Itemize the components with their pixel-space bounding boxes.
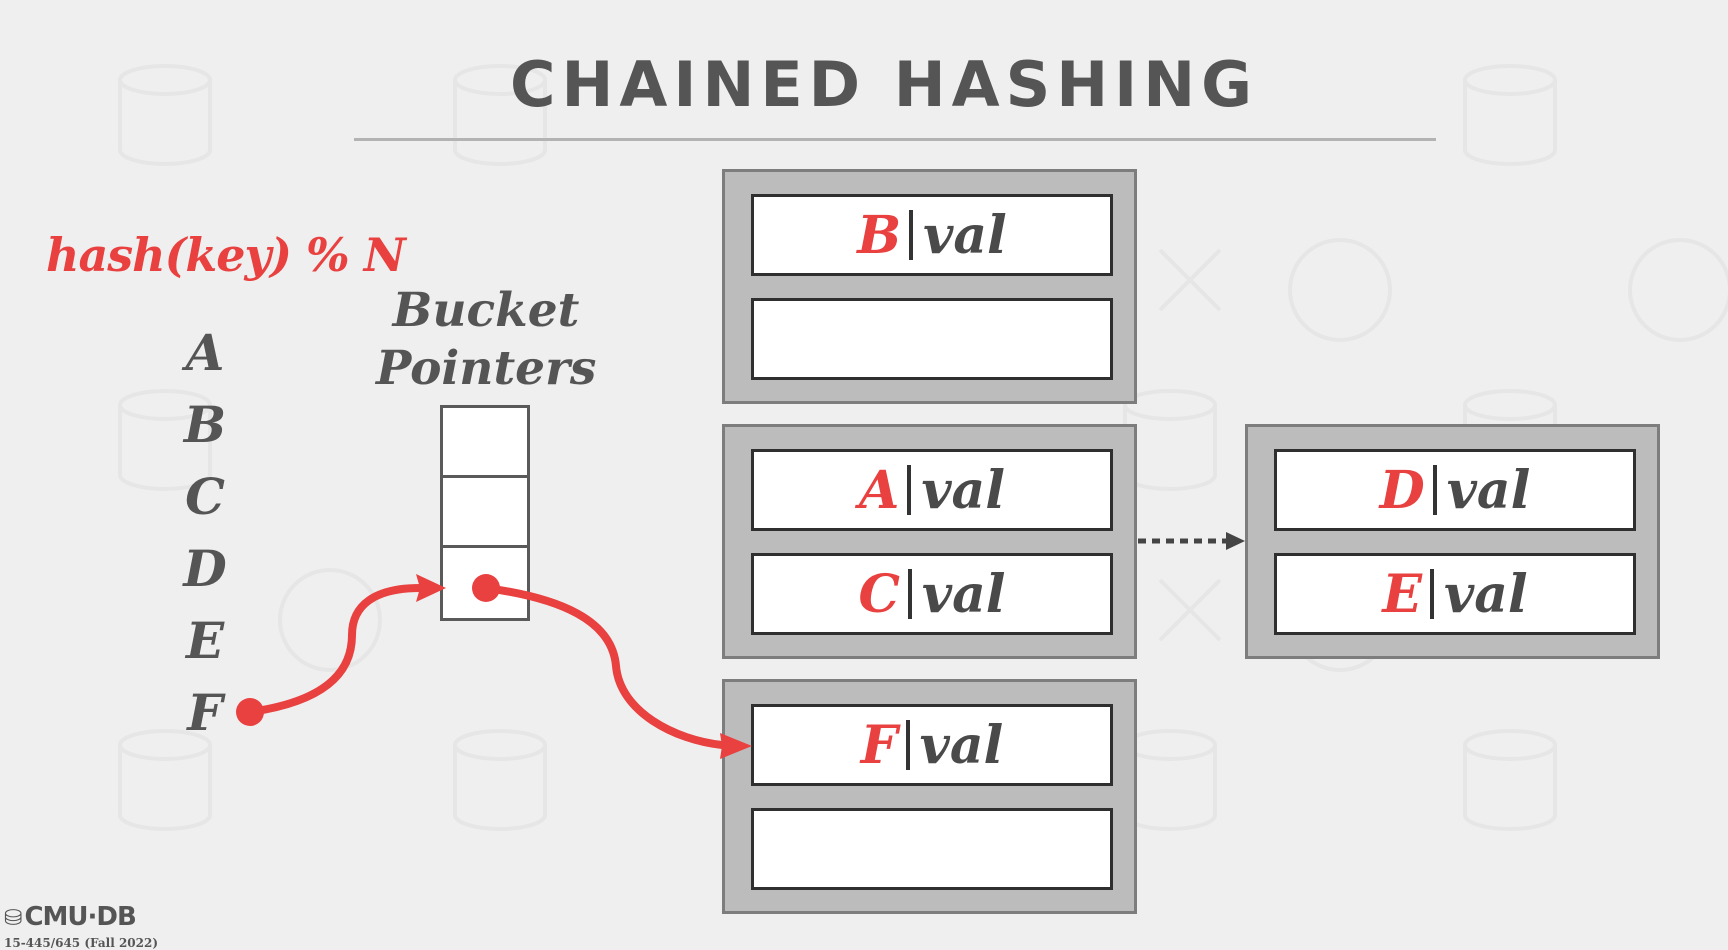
course-label: 15-445/645 (Fall 2022) [4,936,159,950]
slot-value: val [921,459,1006,521]
key-label: D [183,539,227,598]
slot-separator [909,210,914,260]
key-label: C [185,467,225,526]
slot-separator [905,720,910,770]
logo-text: CMU·DB [24,902,136,932]
bucket-pointers-label-line: Bucket [392,283,580,338]
slot-key: E [1382,563,1422,625]
key-label: B [183,395,227,454]
bucket-pointers-label-line: Pointers [376,341,597,396]
bucket-slot-empty [751,298,1113,380]
bucket-pointer-slot [443,548,527,618]
slide-title: CHAINED HASHING [510,48,1258,121]
title-divider [354,138,1436,141]
slot-separator [1432,465,1437,515]
bucket-slot-empty [751,808,1113,890]
bucket-pointer-slot [443,478,527,548]
bucket-pointer-slot [443,408,527,478]
slot-value: val [921,563,1006,625]
cmu-db-logo: ⛁CMU·DB [4,902,137,932]
slot-value: val [1446,459,1531,521]
key-label: E [185,611,225,670]
slot-key: B [857,204,902,266]
slot-value: val [1443,563,1528,625]
bucket-pointers-label: Bucket Pointers [376,282,596,398]
slot-separator [907,465,912,515]
slot-value: val [919,714,1004,776]
slot-separator [907,569,912,619]
slot-key: D [1379,459,1425,521]
slot-separator [1429,569,1434,619]
database-icon: ⛁ [4,906,22,931]
key-label: A [185,323,225,382]
slot-key: A [858,459,900,521]
slot-value: val [923,204,1007,266]
key-label: F [187,683,223,742]
slot-key: F [860,714,898,776]
slot-key: C [858,563,900,625]
hash-formula: hash(key) % N [46,228,406,282]
bucket-pointer-array [440,405,530,621]
